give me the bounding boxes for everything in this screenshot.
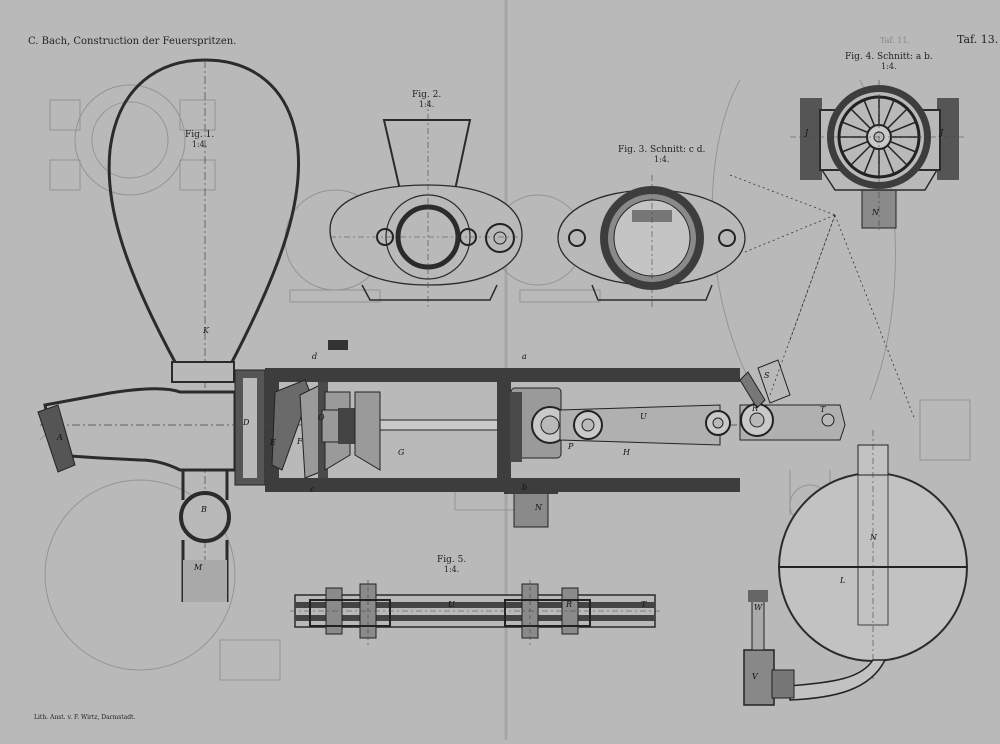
label-W: W [754, 603, 763, 612]
fig5-drawing [290, 580, 660, 645]
fig2-drawing [329, 100, 525, 310]
fig3-title: Fig. 3. Schnitt: c d. [618, 145, 706, 155]
label-J-left: J [805, 128, 809, 137]
label-E: E [270, 438, 276, 447]
fig5-caption: Fig. 5. 1:4. [437, 555, 466, 575]
label-a-top: a [522, 352, 527, 361]
label-N: N [535, 503, 542, 512]
label-H: H [623, 448, 630, 457]
fig1-title: Fig. 1. [185, 130, 215, 140]
fig5-title: Fig. 5. [437, 555, 467, 565]
label-U: U [640, 412, 647, 421]
label-S: S [764, 371, 770, 380]
plate-number: Taf. 13. [957, 33, 999, 46]
label-D: D [243, 418, 250, 427]
fig4-caption: Fig. 4. Schnitt: a b. 1:4. [845, 52, 933, 72]
fig2-scale: 1:4. [418, 100, 435, 109]
plate-header: C. Bach, Construction der Feuerspritzen. [28, 36, 237, 47]
label-F: F [297, 437, 303, 446]
label-M: M [194, 563, 203, 572]
label-G: G [398, 448, 405, 457]
lithographer-credit: Lith. Anst. v. F. Wirtz, Darmstadt. [34, 714, 136, 721]
fig4-scale: 1:4. [881, 62, 897, 71]
label-V: V [752, 672, 758, 681]
fig1-scale: 1:4. [191, 140, 208, 149]
label-N-fig4: N [872, 208, 879, 217]
label-c: c [310, 485, 315, 494]
label-T: T [820, 405, 826, 414]
label-R: R [752, 404, 759, 413]
fig4-title: Fig. 4. Schnitt: a b. [845, 52, 933, 62]
fig3-caption: Fig. 3. Schnitt: c d. 1:4. [618, 145, 705, 165]
label-R-fig5: R [566, 600, 573, 609]
fig2-caption: Fig. 2. 1:4. [412, 90, 441, 110]
label-T-fig5: T [641, 600, 647, 609]
air-vessel-drawing [743, 430, 968, 706]
construction-lines [729, 174, 916, 421]
fig2-title: Fig. 2. [412, 90, 442, 100]
label-O: O [318, 413, 325, 422]
fig3-scale: 1:4. [653, 155, 670, 164]
label-b-bottom: b [522, 483, 528, 492]
fig5-scale: 1:4. [443, 565, 460, 574]
bleed-through-text: Taf. 11. [880, 36, 910, 45]
label-A: A [57, 433, 63, 442]
fig1-drawing [37, 58, 301, 602]
pump-cylinder-section [265, 340, 846, 528]
label-N-vessel: N [870, 533, 877, 542]
fig4-drawing [790, 80, 965, 230]
fig1-caption: Fig. 1. 1:4. [185, 130, 214, 150]
label-B: B [201, 505, 207, 514]
label-L: L [840, 576, 846, 585]
label-P: P [568, 442, 574, 451]
fig3-drawing [557, 175, 746, 310]
label-d: d [312, 352, 318, 361]
label-J-right: J [940, 128, 944, 137]
label-U-fig5: U [448, 600, 455, 609]
label-K: K [203, 326, 209, 335]
